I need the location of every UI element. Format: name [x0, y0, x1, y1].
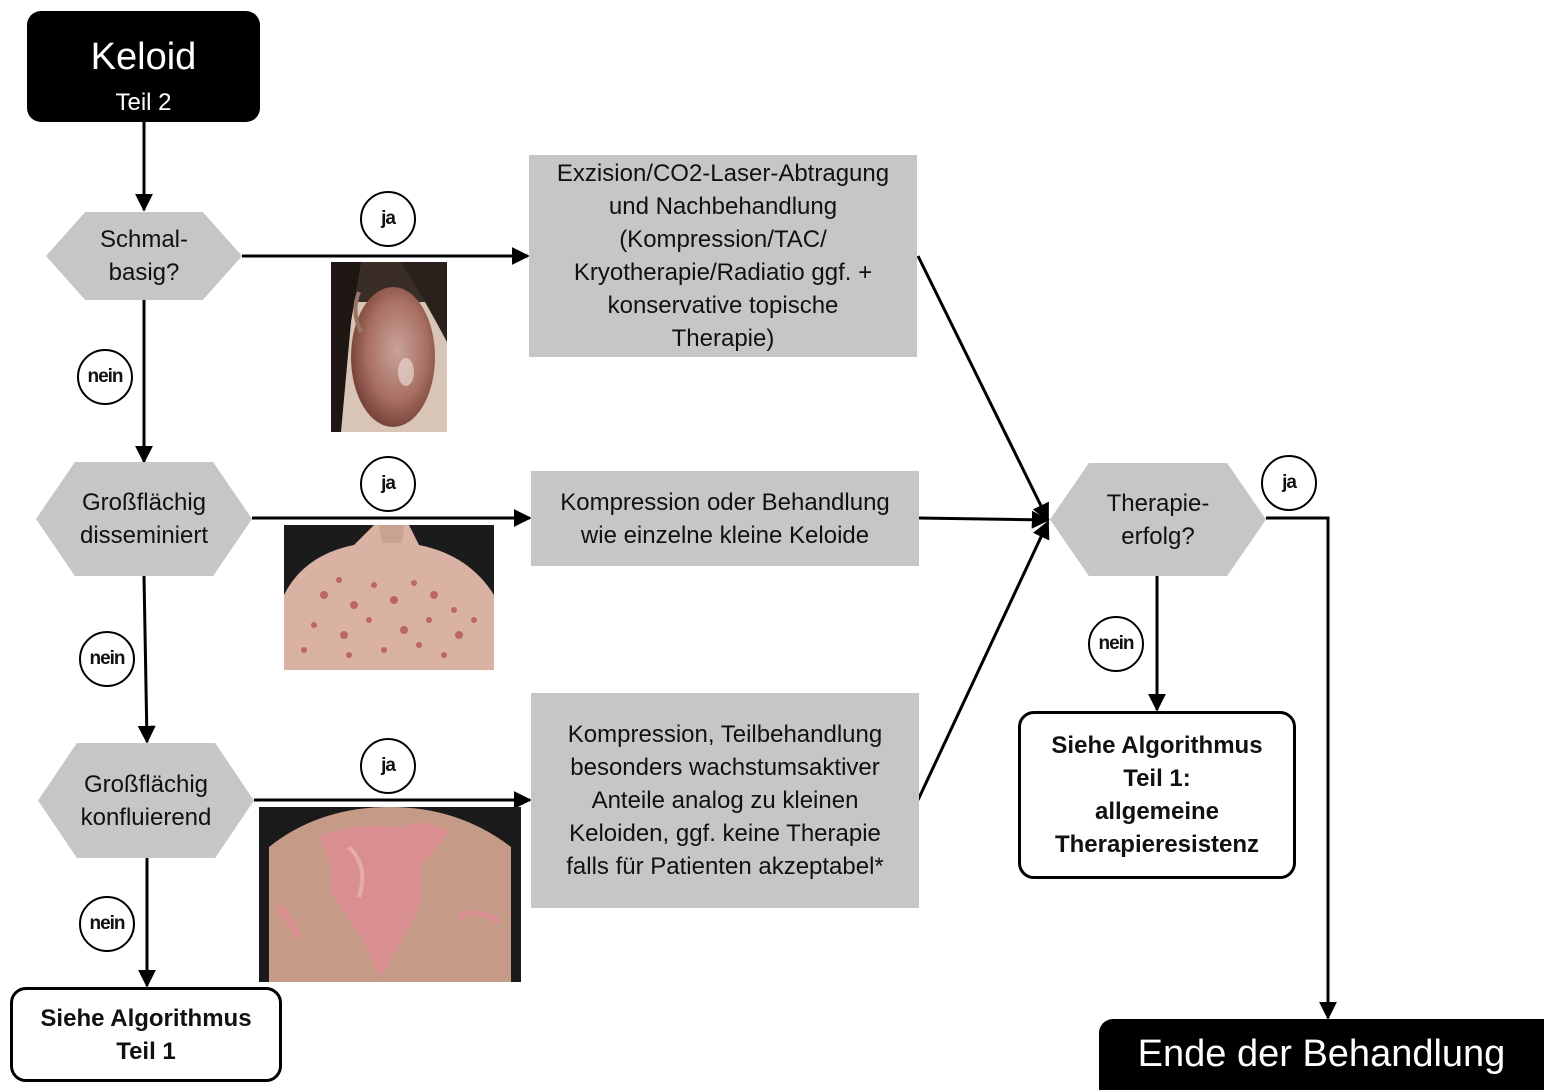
decision-text: Schmal- [100, 223, 188, 256]
badge-nein-3: nein [79, 896, 135, 952]
chest-confluent-keloid-photo [259, 807, 521, 982]
badge-ja-1: ja [360, 191, 416, 247]
ref-line: Teil 1 [116, 1035, 176, 1068]
treatment-line: Exzision/CO2-Laser-Abtragung [557, 157, 889, 190]
treatment-line: (Kompression/TAC/ [619, 223, 827, 256]
treatment-line: falls für Patienten akzeptabel* [566, 850, 884, 883]
treatment-line: und Nachbehandlung [609, 190, 837, 223]
decision-text: Großflächig [80, 486, 208, 519]
ear-keloid-photo [331, 262, 447, 432]
treatment-partial-box: Kompression, Teilbehandlung besonders wa… [531, 693, 919, 908]
decision-therapieerfolg: Therapie- erfolg? [1050, 463, 1266, 576]
start-terminal-keloid: Keloid Teil 2 [27, 11, 260, 122]
start-title: Keloid [27, 37, 260, 77]
arrow-t2-to-d4 [918, 518, 1048, 520]
treatment-line: konservative topische [608, 289, 839, 322]
decision-grossflaechig-konfluierend: Großflächig konfluierend [38, 743, 254, 858]
decision-text: disseminiert [80, 519, 208, 552]
treatment-line: besonders wachstumsaktiver [570, 751, 879, 784]
decision-text: basig? [100, 256, 188, 289]
treatment-line: Therapie) [672, 322, 775, 355]
decision-text: konfluierend [81, 801, 212, 834]
treatment-line: wie einzelne kleine Keloide [581, 519, 869, 552]
decision-text: Großflächig [81, 768, 212, 801]
decision-grossflaechig-disseminiert: Großflächig disseminiert [36, 462, 252, 576]
arrow-t1-to-d4 [918, 256, 1048, 520]
ref-box-therapy-resistance: Siehe Algorithmus Teil 1: allgemeine The… [1018, 711, 1296, 879]
treatment-compression-box: Kompression oder Behandlung wie einzelne… [531, 471, 919, 566]
ref-box-algorithm-part1: Siehe Algorithmus Teil 1 [10, 987, 282, 1082]
ref-line: allgemeine [1095, 795, 1219, 828]
ref-line: Therapieresistenz [1055, 828, 1259, 861]
ref-line: Siehe Algorithmus [1051, 729, 1262, 762]
ref-line: Teil 1: [1123, 762, 1191, 795]
treatment-line: Kompression oder Behandlung [560, 486, 890, 519]
arrow-d2-no [144, 576, 147, 742]
back-disseminated-keloids-photo [284, 525, 494, 670]
decision-text: Therapie- [1107, 487, 1210, 520]
ref-line: Siehe Algorithmus [40, 1002, 251, 1035]
end-text: Ende der Behandlung [1138, 1033, 1506, 1076]
treatment-line: Kompression, Teilbehandlung [568, 718, 882, 751]
treatment-line: Kryotherapie/Radiatio ggf. + [574, 256, 872, 289]
treatment-excision-box: Exzision/CO2-Laser-Abtragung und Nachbeh… [529, 155, 917, 357]
badge-ja-3: ja [360, 738, 416, 794]
end-terminal: Ende der Behandlung [1099, 1019, 1544, 1090]
treatment-line: Keloiden, ggf. keine Therapie [569, 817, 881, 850]
badge-nein-4: nein [1088, 616, 1144, 672]
badge-ja-4: ja [1261, 455, 1317, 511]
treatment-line: Anteile analog zu kleinen [592, 784, 859, 817]
decision-text: erfolg? [1107, 520, 1210, 553]
badge-nein-2: nein [79, 631, 135, 687]
badge-nein-1: nein [77, 349, 133, 405]
badge-ja-2: ja [360, 456, 416, 512]
decision-schmalbasig: Schmal- basig? [46, 212, 242, 300]
start-subtitle: Teil 2 [27, 89, 260, 117]
